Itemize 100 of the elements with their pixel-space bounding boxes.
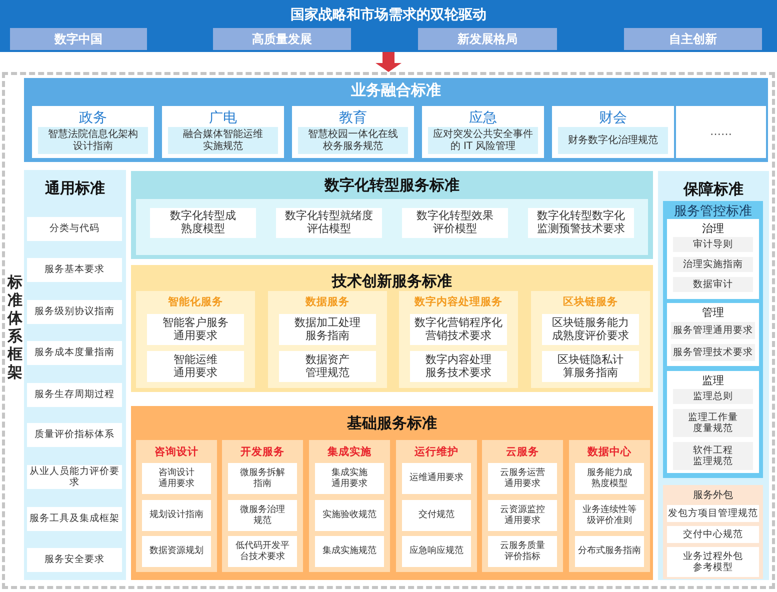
category-title: 云服务 (505, 445, 540, 459)
standard-box: 质量评价指标体系 (27, 423, 122, 447)
standard-box: 区块链服务能力成熟度评价要求 (542, 314, 639, 345)
standard-box: 集成实施规范 (315, 536, 384, 567)
standard-box: 数字化转型效果评价模型 (402, 208, 508, 238)
card-title: 广电 (208, 109, 238, 127)
card-text: 财务数字化治理规范 (558, 127, 668, 154)
category-title: 监理 (701, 373, 725, 388)
standard-box: 数字内容处理服务技术要求 (410, 351, 507, 382)
category-panel (268, 291, 387, 388)
framework-frame (2, 72, 775, 589)
standard-box: 应急响应规范 (402, 536, 471, 567)
category-panel (667, 371, 759, 473)
category-title: 开发服务 (240, 445, 286, 459)
category-panel (667, 303, 759, 366)
standard-box: 数字化转型就绪度评估模型 (276, 208, 382, 238)
banner (0, 0, 777, 52)
standard-box: 服务基本要求 (27, 258, 122, 282)
standard-box: 云服务质量评价指标 (488, 536, 557, 567)
section-panel (663, 201, 763, 478)
standard-box: 运维通用要求 (402, 463, 471, 494)
section-panel (658, 171, 769, 580)
category-panel (136, 291, 255, 388)
category-panel (399, 291, 518, 388)
card-title: 政务 (78, 109, 108, 127)
card-title: 应急 (468, 109, 498, 127)
card-text: 融合媒体智能运维实施规范 (168, 127, 278, 154)
standard-box: 从业人员能力评价要求 (27, 465, 122, 489)
standard-box: 服务生存周期过程 (27, 383, 122, 407)
standard-box: 审计导则 (673, 237, 753, 252)
category-title: 服务外包 (692, 489, 734, 502)
card-text: 应对突发公共安全事件的 IT 风险管理 (428, 127, 538, 154)
category-title: 数字内容处理服务 (413, 295, 504, 309)
category-panel (482, 440, 563, 572)
standard-box: 数据审计 (673, 277, 753, 292)
category-panel (531, 291, 650, 388)
tag-box: 数字中国 (10, 28, 147, 50)
category-title: 数据服务 (304, 295, 350, 309)
standard-box: 智能运维通用要求 (147, 351, 244, 382)
standard-box: 数据加工处理服务指南 (279, 314, 376, 345)
standard-box: 交付中心规范 (667, 526, 759, 543)
standard-box: 集成实施通用要求 (315, 463, 384, 494)
standard-box: 规划设计指南 (142, 500, 211, 531)
tag-box: 新发展格局 (418, 28, 557, 50)
category-panel (309, 440, 390, 572)
category-title: 咨询设计 (154, 445, 200, 459)
standard-box: 软件工程监理规范 (673, 442, 753, 470)
standard-box: 实施验收规范 (315, 500, 384, 531)
tag-box: 高质量发展 (213, 28, 351, 50)
card-text: 智慧法院信息化架构设计指南 (38, 127, 148, 154)
standard-box: 区块链隐私计算服务指南 (542, 351, 639, 382)
section-panel (131, 265, 653, 392)
standard-box: 数字化转型成熟度模型 (150, 208, 256, 238)
section-title: 服务管控标准 (673, 203, 753, 220)
standard-box: 微服务治理规范 (228, 500, 297, 531)
domain-card (32, 106, 154, 158)
domain-card (552, 106, 674, 158)
category-title: 数据中心 (586, 445, 632, 459)
arrow (376, 52, 402, 72)
standard-box: 智能客户服务通用要求 (147, 314, 244, 345)
card-title: 财会 (598, 109, 628, 127)
category-panel (136, 440, 217, 572)
section-title: 数字化转型服务标准 (323, 176, 460, 195)
standard-box: 业务过程外包参考模型 (667, 547, 759, 577)
domain-card (162, 106, 284, 158)
standard-box: 数字化营销程序化营销技术要求 (410, 314, 507, 345)
domain-card (292, 106, 414, 158)
category-panel (663, 485, 763, 579)
standard-box: 服务管理通用要求 (671, 322, 755, 339)
standard-box: 低代码开发平台技术要求 (228, 536, 297, 567)
category-title: 集成实施 (326, 445, 372, 459)
section-panel (24, 170, 126, 580)
category-panel (396, 440, 477, 572)
section-title: 通用标准 (44, 179, 106, 198)
category-title: 国家战略和市场需求的双轮驱动 (290, 6, 488, 24)
category-title: 区块链服务 (562, 295, 619, 309)
standard-box: 服务级别协议指南 (27, 300, 122, 324)
standard-box: 服务成本度量指南 (27, 341, 122, 365)
domain-card (422, 106, 544, 158)
standard-box: 监理总则 (673, 389, 753, 404)
section-title: 技术创新服务标准 (330, 272, 453, 291)
standard-box: 分类与代码 (27, 217, 122, 241)
standard-box: 咨询设计通用要求 (142, 463, 211, 494)
section-title: 保障标准 (682, 180, 744, 199)
standard-box: 服务能力成熟度模型 (575, 463, 644, 494)
standard-box: 业务连续性等级评价准则 (575, 500, 644, 531)
category-panel (222, 440, 303, 572)
standard-box: 分布式服务指南 (575, 536, 644, 567)
standard-box: 微服务拆解指南 (228, 463, 297, 494)
standard-box: 服务工具及集成框架 (27, 507, 122, 531)
category-title: 智能化服务 (167, 295, 224, 309)
standard-box: 服务安全要求 (27, 548, 122, 572)
standard-box: 云资源监控通用要求 (488, 500, 557, 531)
category-title: 治理 (701, 221, 725, 236)
standard-box: 服务管理技术要求 (671, 344, 755, 361)
standard-box: 数字化转型数字化监测预警技术要求 (528, 208, 634, 238)
card-title: 教育 (338, 109, 368, 127)
standard-box: 云服务运营通用要求 (488, 463, 557, 494)
vertical-label: 标准体系框架 (6, 273, 24, 381)
section-panel (131, 171, 653, 259)
